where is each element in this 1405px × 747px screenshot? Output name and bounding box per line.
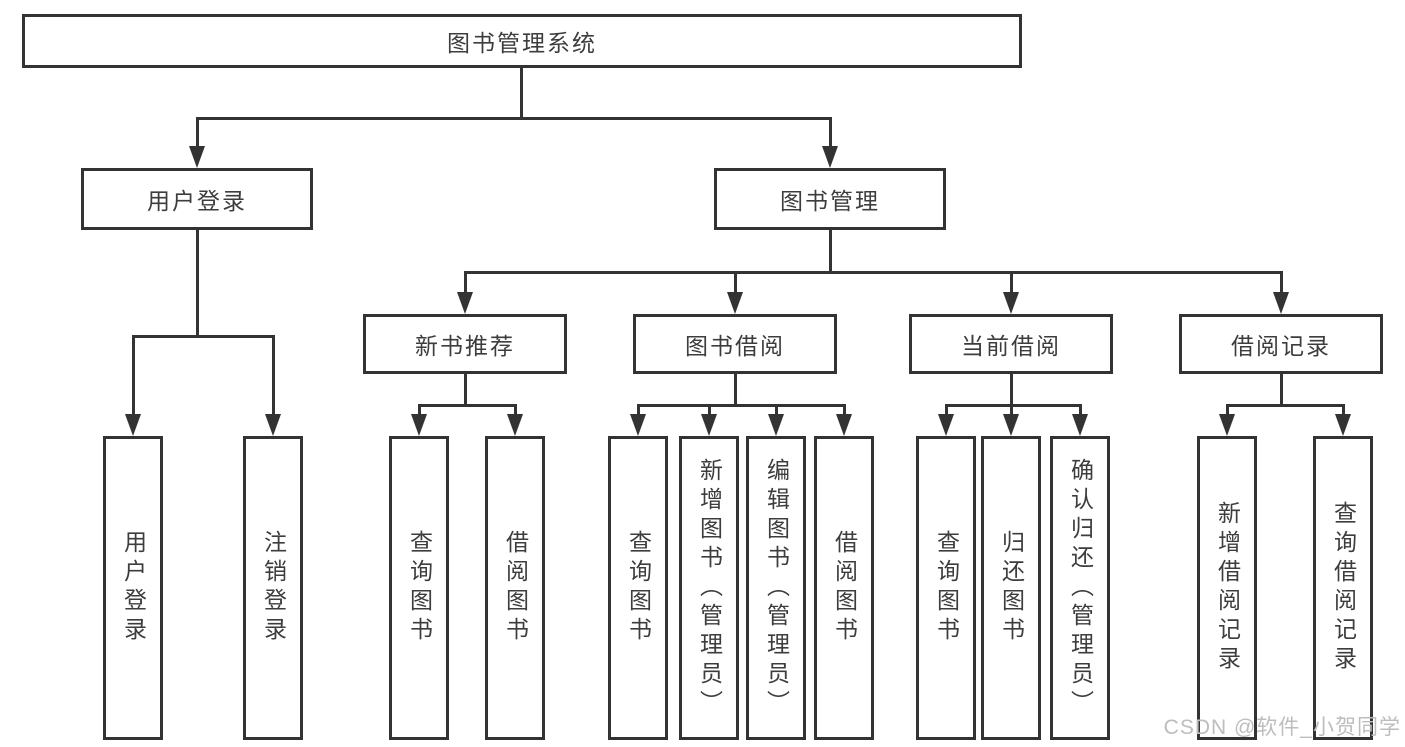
leaf-confirm-return-admin: 确认归还（管理员）: [1050, 436, 1110, 740]
arrowhead-icon: [630, 414, 646, 436]
node-borrow-records: 借阅记录: [1179, 314, 1383, 374]
connector-line: [132, 335, 275, 338]
leaf-borrow-book-recommend: 借阅图书: [485, 436, 545, 740]
connector-line: [196, 118, 199, 150]
leaf-user-login: 用户登录: [103, 436, 163, 740]
connector-line: [464, 272, 467, 296]
arrowhead-icon: [822, 146, 838, 168]
node-new-book-recommend: 新书推荐: [363, 314, 567, 374]
arrowhead-icon: [189, 146, 205, 168]
arrowhead-icon: [1003, 292, 1019, 314]
connector-line: [1280, 374, 1283, 405]
arrowhead-icon: [411, 414, 427, 436]
leaf-borrow-book: 借阅图书: [814, 436, 874, 740]
leaf-query-book-borrow: 查询图书: [608, 436, 668, 740]
connector-line: [637, 404, 846, 407]
connector-line: [1280, 272, 1283, 296]
connector-line: [464, 271, 1283, 274]
arrowhead-icon: [1273, 292, 1289, 314]
connector-line: [1226, 404, 1345, 407]
connector-line: [464, 374, 467, 405]
connector-line: [945, 404, 1082, 407]
connector-line: [708, 405, 711, 418]
arrowhead-icon: [265, 414, 281, 436]
leaf-edit-book-admin: 编辑图书（管理员）: [746, 436, 806, 740]
connector-line: [418, 405, 421, 418]
leaf-logout: 注销登录: [243, 436, 303, 740]
arrowhead-icon: [701, 414, 717, 436]
connector-line: [1010, 405, 1013, 418]
connector-line: [1079, 405, 1082, 418]
connector-line: [520, 68, 523, 118]
leaf-return-book: 归还图书: [981, 436, 1041, 740]
connector-line: [1010, 272, 1013, 296]
connector-line: [829, 230, 832, 272]
arrowhead-icon: [768, 414, 784, 436]
connector-line: [196, 230, 199, 336]
connector-line: [945, 405, 948, 418]
leaf-add-book-admin: 新增图书（管理员）: [679, 436, 739, 740]
connector-line: [1226, 405, 1229, 418]
leaf-add-borrow-record: 新增借阅记录: [1197, 436, 1257, 740]
connector-line: [514, 405, 517, 418]
connector-line: [734, 272, 737, 296]
connector-line: [843, 405, 846, 418]
arrowhead-icon: [836, 414, 852, 436]
leaf-query-book-recommend: 查询图书: [389, 436, 449, 740]
node-library-management-system: 图书管理系统: [22, 14, 1022, 68]
arrowhead-icon: [125, 414, 141, 436]
arrowhead-icon: [1335, 414, 1351, 436]
connector-line: [132, 336, 135, 418]
leaf-query-book-current: 查询图书: [916, 436, 976, 740]
node-book-borrow: 图书借阅: [633, 314, 837, 374]
connector-line: [1010, 374, 1013, 405]
leaf-query-borrow-record: 查询借阅记录: [1313, 436, 1373, 740]
node-user-login: 用户登录: [81, 168, 313, 230]
watermark: CSDN @软件_小贺同学: [1163, 716, 1401, 739]
arrowhead-icon: [507, 414, 523, 436]
node-book-management: 图书管理: [714, 168, 946, 230]
connector-line: [418, 404, 517, 407]
arrowhead-icon: [1003, 414, 1019, 436]
connector-line: [272, 336, 275, 418]
node-current-borrow: 当前借阅: [909, 314, 1113, 374]
arrowhead-icon: [457, 292, 473, 314]
connector-line: [775, 405, 778, 418]
connector-line: [196, 117, 832, 120]
connector-line: [1342, 405, 1345, 418]
arrowhead-icon: [1072, 414, 1088, 436]
arrowhead-icon: [727, 292, 743, 314]
arrowhead-icon: [938, 414, 954, 436]
connector-line: [829, 118, 832, 150]
connector-line: [637, 405, 640, 418]
arrowhead-icon: [1219, 414, 1235, 436]
connector-line: [734, 374, 737, 405]
